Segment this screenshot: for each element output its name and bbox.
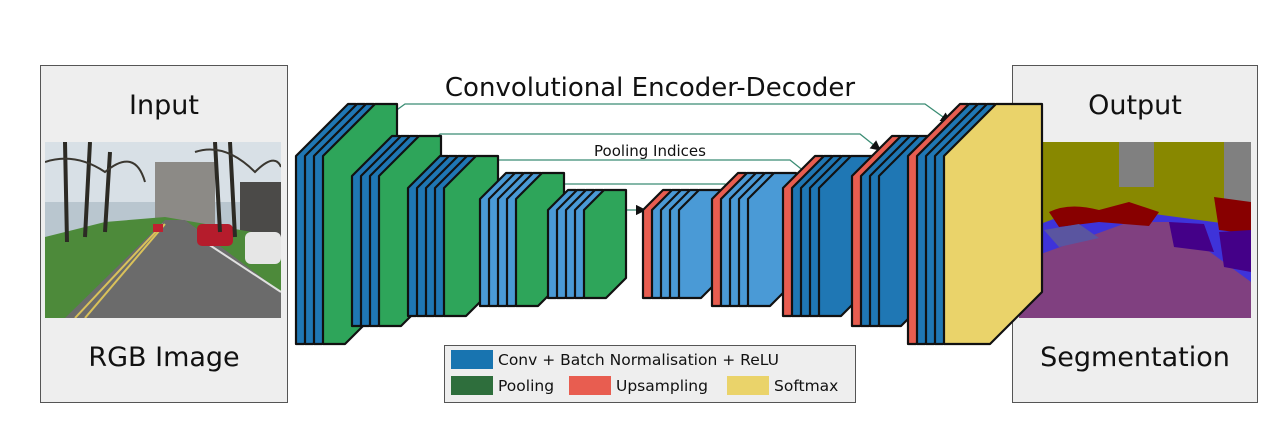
input-title: Input <box>129 90 199 121</box>
input-panel: Input RGB Image <box>40 65 288 403</box>
skip-connection-3 <box>484 159 806 173</box>
pooling-layer <box>582 188 628 300</box>
softmax-layer <box>942 102 1044 346</box>
legend-pool: Pooling <box>451 376 554 395</box>
layer-blocks <box>294 102 1044 346</box>
diagram-title: Convolutional Encoder-Decoder <box>444 73 856 103</box>
output-title: Output <box>1088 90 1182 121</box>
legend-pool-label: Pooling <box>498 376 555 395</box>
legend-softmax: Softmax <box>727 376 838 395</box>
input-rgb-image <box>45 142 281 318</box>
legend: Conv + Batch Normalisation + ReLU Poolin… <box>444 345 856 403</box>
output-panel: Output Segmentation <box>1012 65 1258 403</box>
legend-softmax-swatch <box>727 376 769 395</box>
legend-conv-swatch <box>451 350 493 369</box>
legend-conv-label: Conv + Batch Normalisation + ReLU <box>498 350 779 369</box>
legend-softmax-label: Softmax <box>774 376 839 395</box>
legend-up: Upsampling <box>569 376 708 395</box>
output-segmentation-image <box>1019 142 1251 318</box>
pooling-indices-label: Pooling Indices <box>594 142 706 160</box>
legend-conv: Conv + Batch Normalisation + ReLU <box>451 350 779 369</box>
legend-pool-swatch <box>451 376 493 395</box>
legend-up-label: Upsampling <box>616 376 708 395</box>
output-caption: Segmentation <box>1040 342 1230 373</box>
input-caption: RGB Image <box>88 342 240 373</box>
skip-connection-1 <box>379 103 952 123</box>
legend-up-swatch <box>569 376 611 395</box>
